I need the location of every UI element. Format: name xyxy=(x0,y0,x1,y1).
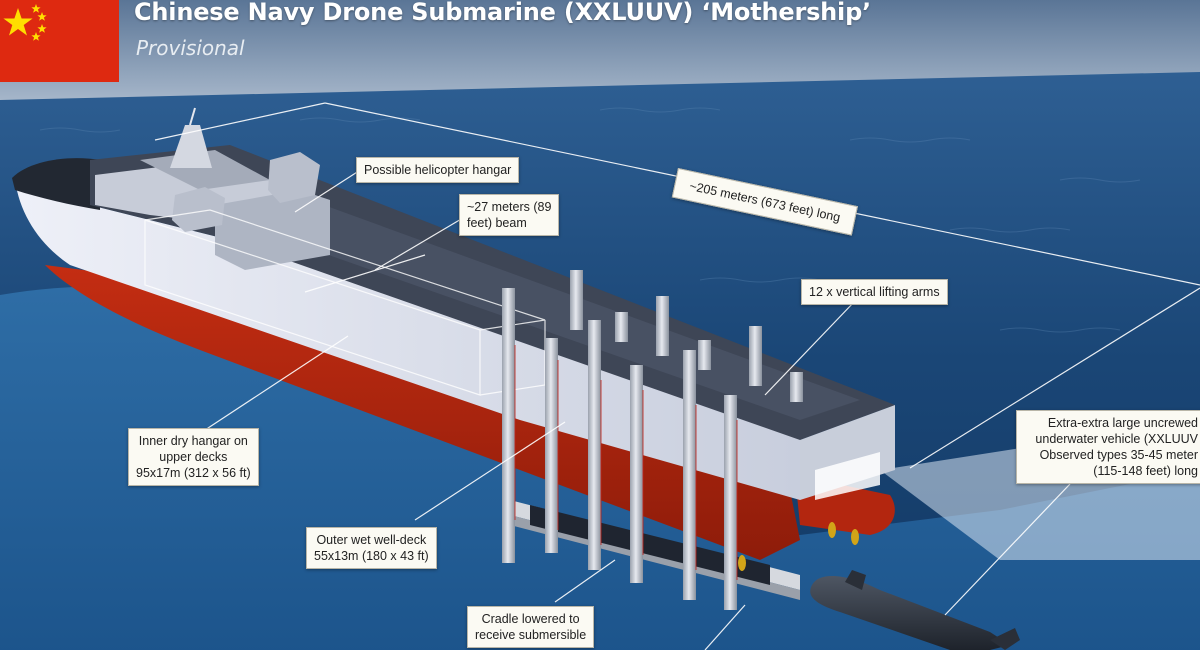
flag-small-star-4 xyxy=(31,32,41,41)
vls-block-1 xyxy=(268,152,320,203)
mast-antenna xyxy=(189,107,196,126)
wave-texture xyxy=(39,107,1141,333)
callout-helicopter-hangar: Possible helicopter hangar xyxy=(356,157,520,183)
callout-inner-hangar: Inner dry hangar on upper decks 95x17m (… xyxy=(128,428,259,486)
page-title: Chinese Navy Drone Submarine (XXLUUV) ‘M… xyxy=(134,0,871,26)
well-deck-opening xyxy=(815,452,880,500)
callout-well-deck: Outer wet well-deck 55x13m (180 x 43 ft) xyxy=(306,527,437,569)
propellers xyxy=(738,522,859,571)
xxluuv-submarine xyxy=(810,570,1020,650)
callout-lifting-arms: 12 x vertical lifting arms xyxy=(801,279,948,305)
china-flag-icon xyxy=(0,0,119,82)
flag-small-star-3 xyxy=(37,24,47,33)
callout-cradle: Cradle lowered to receive submersible xyxy=(467,606,595,648)
lifting-cables xyxy=(514,345,738,580)
flag-small-star-2 xyxy=(37,12,47,21)
callout-beam: ~27 meters (89 feet) beam xyxy=(459,194,560,236)
flag-small-star-1 xyxy=(31,4,41,13)
page-subtitle: Provisional xyxy=(136,36,245,60)
vls-block-2 xyxy=(172,187,225,232)
superstructure-top xyxy=(140,150,270,190)
hull-side xyxy=(15,180,800,500)
flag-big-star xyxy=(3,8,33,36)
bow-front xyxy=(12,158,100,210)
callout-xxluuv: Extra-extra large uncrewed underwater ve… xyxy=(1016,410,1200,484)
mast xyxy=(170,125,212,168)
lifting-arms xyxy=(502,270,803,610)
lower-hull xyxy=(45,265,800,560)
